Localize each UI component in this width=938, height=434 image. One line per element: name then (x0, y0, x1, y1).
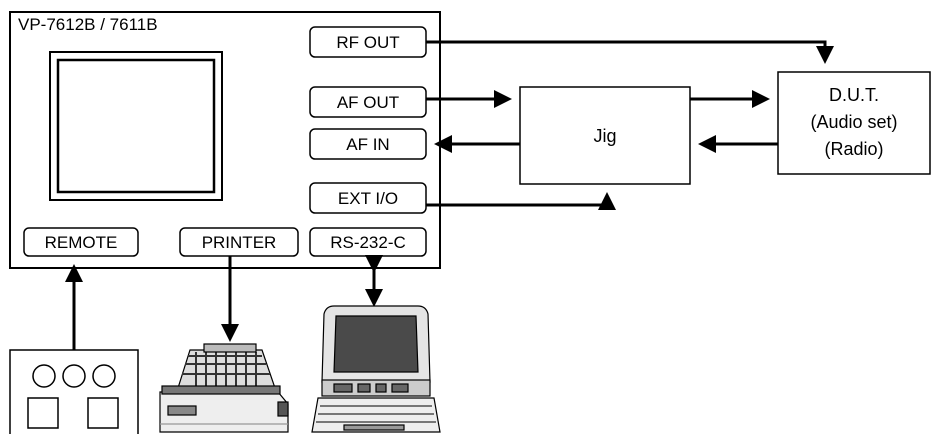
port-ext-io-label: EXT I/O (338, 189, 398, 208)
remote-control-box-icon (10, 350, 138, 434)
dut-line3: (Radio) (824, 139, 883, 159)
port-af-out: AF OUT (310, 87, 426, 117)
ext-io-to-jig-line (426, 195, 607, 205)
port-af-out-label: AF OUT (337, 93, 399, 112)
port-rf-out-label: RF OUT (336, 33, 399, 52)
port-rs232c-label: RS-232-C (330, 233, 406, 252)
rf-out-to-dut-line (426, 42, 825, 61)
instrument-title: VP-7612B / 7611B (18, 15, 158, 34)
port-rs232c: RS-232-C (310, 228, 426, 256)
port-printer-label: PRINTER (202, 233, 277, 252)
port-remote: REMOTE (24, 228, 138, 256)
dut-line2: (Audio set) (810, 112, 897, 132)
instrument-unit: VP-7612B / 7611B RF OUT AF OUT AF IN EXT… (10, 12, 440, 268)
dut-box: D.U.T. (Audio set) (Radio) (778, 72, 930, 174)
jig-box: Jig (520, 87, 690, 184)
dot-matrix-printer-icon (160, 344, 288, 432)
port-af-in-label: AF IN (346, 135, 389, 154)
port-rf-out: RF OUT (310, 27, 426, 57)
port-printer: PRINTER (180, 228, 298, 256)
dut-line1: D.U.T. (829, 85, 879, 105)
jig-label: Jig (593, 126, 616, 146)
port-ext-io: EXT I/O (310, 183, 426, 213)
port-af-in: AF IN (310, 129, 426, 159)
instrument-screen (58, 60, 214, 192)
port-remote-label: REMOTE (45, 233, 118, 252)
laptop-computer-icon (312, 306, 440, 432)
